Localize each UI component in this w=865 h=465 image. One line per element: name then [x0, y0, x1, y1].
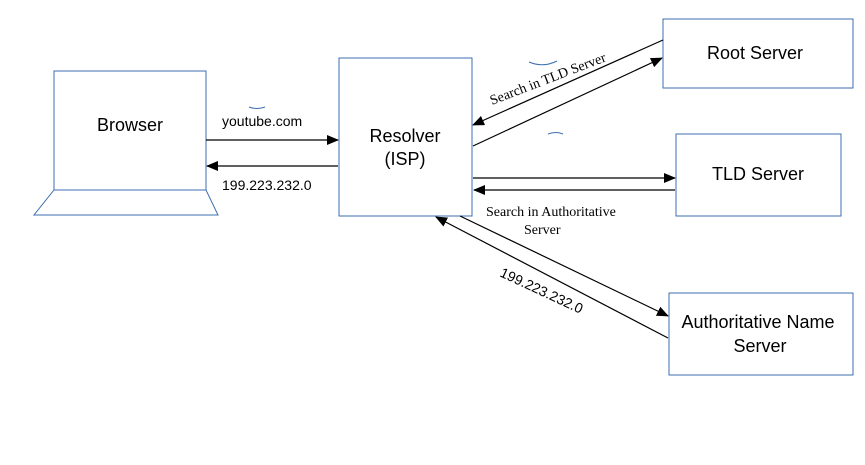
authoritative-server-label-line1: Authoritative Name — [681, 312, 834, 332]
authoritative-server-label-line2: Server — [733, 336, 786, 356]
tld-server-box — [675, 133, 842, 217]
edge-label-ip-browser: 199.223.232.0 — [222, 177, 312, 193]
edge-label-search-auth-line1: Search in Authoritative — [486, 205, 616, 220]
resolver-label-line2: (ISP) — [384, 149, 425, 169]
root-server-box — [662, 18, 854, 89]
tld-server-node: TLD Server — [675, 133, 842, 217]
arrow-resolver-to-root — [472, 57, 663, 147]
root-server-label: Root Server — [707, 43, 803, 63]
root-server-node: Root Server — [662, 18, 854, 89]
browser-screen — [53, 70, 207, 191]
resolver-node: Resolver (ISP) — [338, 57, 473, 217]
browser-node: Browser — [32, 70, 219, 216]
decor-tilde-3 — [547, 132, 564, 135]
resolver-label-line1: Resolver — [369, 126, 440, 146]
authoritative-server-box — [668, 292, 854, 376]
edge-label-search-auth-line2: Server — [524, 223, 561, 238]
tld-server-label: TLD Server — [712, 164, 804, 184]
edge-label-search-tld: Search in TLD Server — [488, 51, 609, 109]
resolver-box — [338, 57, 473, 217]
laptop-base-icon — [32, 189, 219, 216]
arrow-resolver-to-authoritative — [459, 215, 669, 317]
edge-label-youtube: youtube.com — [222, 113, 302, 129]
browser-label: Browser — [97, 115, 163, 135]
arrow-root-to-resolver — [472, 39, 664, 126]
authoritative-server-node: Authoritative Name Server — [668, 292, 854, 376]
arrow-authoritative-to-resolver — [435, 216, 669, 339]
decor-tilde-2 — [528, 60, 558, 66]
decor-tilde-1 — [248, 106, 266, 109]
